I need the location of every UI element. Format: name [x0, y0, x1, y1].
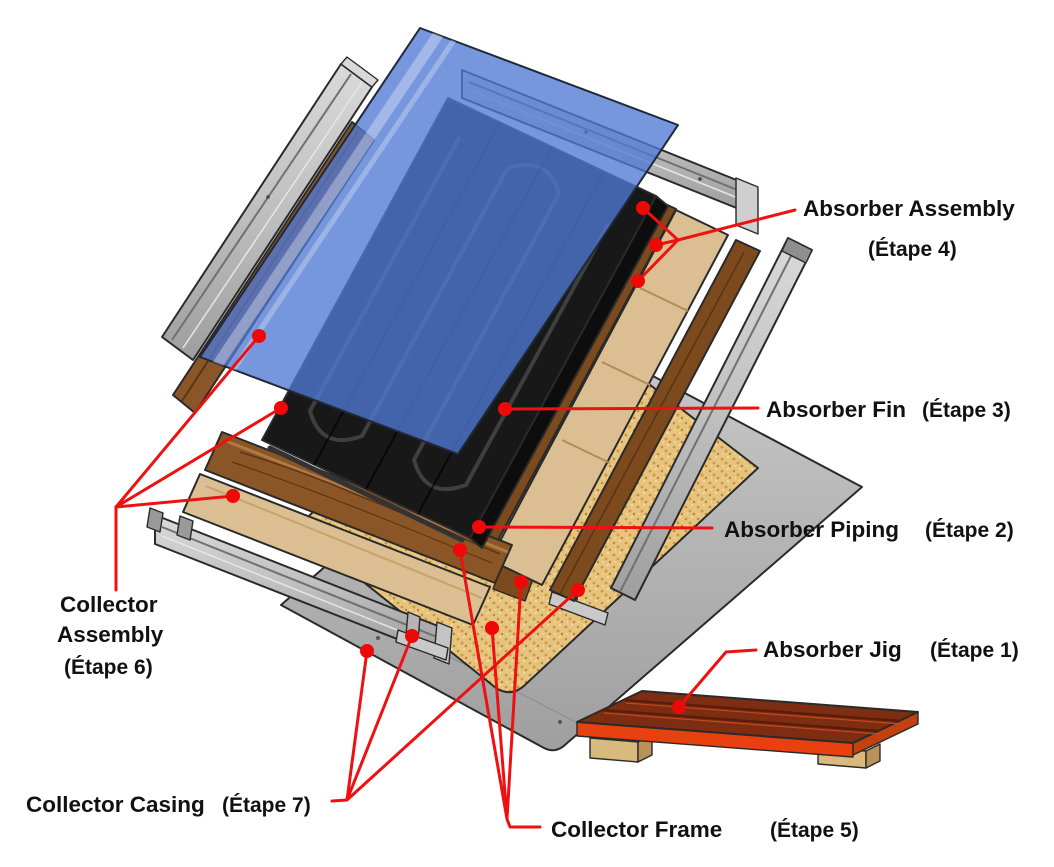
label-collector-frame: Collector Frame	[551, 817, 722, 842]
label-collector-assembly-line1: Collector	[60, 592, 158, 617]
label-collector-casing: Collector Casing	[26, 792, 205, 817]
callout-collector-frame	[453, 543, 542, 829]
label-absorber-fin-step: (Étape 3)	[922, 399, 1011, 422]
label-absorber-jig-step: (Étape 1)	[930, 639, 1019, 662]
label-collector-casing-step: (Étape 7)	[222, 794, 311, 817]
label-absorber-fin: Absorber Fin	[766, 397, 906, 422]
label-absorber-assembly-step: (Étape 4)	[868, 238, 957, 261]
label-absorber-piping-step: (Étape 2)	[925, 519, 1014, 542]
label-absorber-piping: Absorber Piping	[724, 517, 899, 542]
casing-rail-top-left	[161, 56, 379, 361]
callout-absorber-jig	[672, 648, 758, 714]
callout-collector-casing	[330, 583, 585, 803]
label-collector-assembly-line2: Assembly	[57, 622, 164, 647]
callout-absorber-assembly	[631, 201, 797, 288]
label-absorber-jig: Absorber Jig	[763, 637, 902, 662]
label-collector-assembly-step: (Étape 6)	[64, 656, 153, 679]
label-absorber-assembly: Absorber Assembly	[803, 196, 1015, 221]
absorber-manifold-pipe	[267, 445, 465, 543]
label-collector-frame-step: (Étape 5)	[770, 819, 859, 842]
callout-collector-assembly	[114, 329, 288, 592]
absorber-jig	[576, 690, 919, 769]
casing-rail-right	[610, 237, 813, 601]
callout-absorber-fin	[498, 402, 760, 416]
glazing-panel	[199, 27, 679, 455]
callout-absorber-piping	[472, 520, 714, 534]
